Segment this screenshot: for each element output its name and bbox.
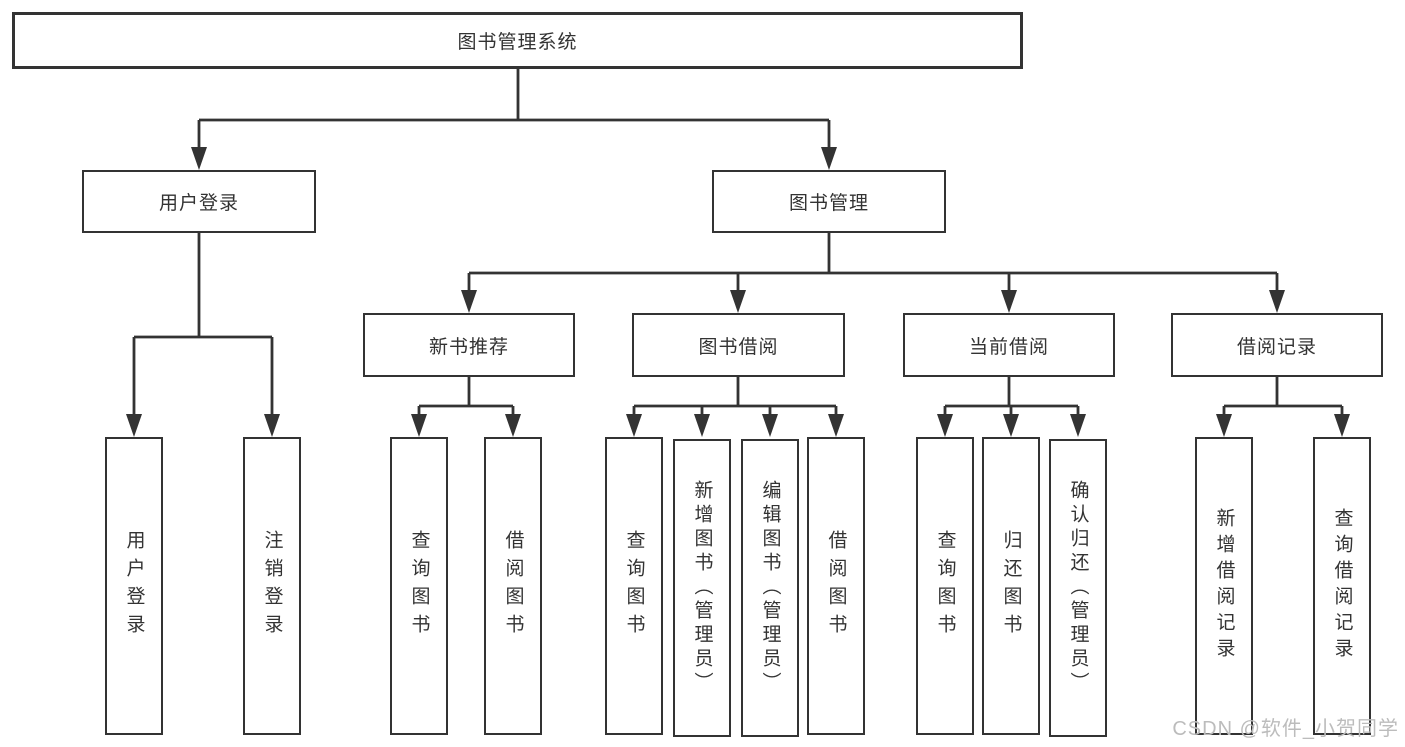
node-borrow-records: 借阅记录 (1171, 313, 1383, 377)
leaf-query-book-1: 查询图书 (390, 437, 448, 735)
node-label: 图书管理 (788, 193, 869, 214)
node-label: 借阅图书 (825, 530, 847, 642)
node-label: 查询图书 (408, 530, 430, 642)
node-label: 当前借阅 (968, 336, 1049, 358)
node-label: 图书借阅 (698, 336, 779, 358)
node-label: 借阅记录 (1236, 336, 1317, 358)
leaf-return-book: 归还图书 (982, 437, 1040, 735)
node-label: 图书管理系统 (457, 32, 578, 53)
node-label: 归还图书 (1000, 530, 1022, 642)
leaf-borrow-book-2: 借阅图书 (807, 437, 865, 735)
node-book-management: 图书管理 (712, 170, 946, 233)
node-book-borrow: 图书借阅 (632, 313, 845, 377)
node-label: 编辑图书（管理员） (759, 480, 781, 696)
arrowhead-icons (126, 147, 1350, 437)
node-label: 查询图书 (934, 530, 956, 642)
leaf-query-book-2: 查询图书 (605, 437, 663, 735)
node-label: 注销登录 (261, 530, 283, 642)
leaf-user-login: 用户登录 (105, 437, 163, 735)
node-label: 确认归还（管理员） (1067, 480, 1089, 696)
leaf-add-book-admin: 新增图书（管理员） (673, 439, 731, 737)
node-label: 查询图书 (623, 530, 645, 642)
leaf-edit-book-admin: 编辑图书（管理员） (741, 439, 799, 737)
node-label: 新书推荐 (428, 336, 509, 358)
node-label: 用户登录 (158, 193, 239, 214)
leaf-confirm-return-admin: 确认归还（管理员） (1049, 439, 1107, 737)
node-label: 用户登录 (123, 530, 145, 642)
leaf-add-borrow-record: 新增借阅记录 (1195, 437, 1253, 735)
node-label: 查询借阅记录 (1331, 508, 1353, 664)
node-current-borrow: 当前借阅 (903, 313, 1115, 377)
node-new-book-recommend: 新书推荐 (363, 313, 575, 377)
node-label: 借阅图书 (502, 530, 524, 642)
leaf-borrow-book-1: 借阅图书 (484, 437, 542, 735)
leaf-query-borrow-record: 查询借阅记录 (1313, 437, 1371, 735)
node-label: 新增图书（管理员） (691, 480, 713, 696)
leaf-logout: 注销登录 (243, 437, 301, 735)
node-label: 新增借阅记录 (1213, 508, 1235, 664)
node-library-management-system: 图书管理系统 (12, 12, 1023, 69)
node-user-login: 用户登录 (82, 170, 316, 233)
leaf-query-book-3: 查询图书 (916, 437, 974, 735)
